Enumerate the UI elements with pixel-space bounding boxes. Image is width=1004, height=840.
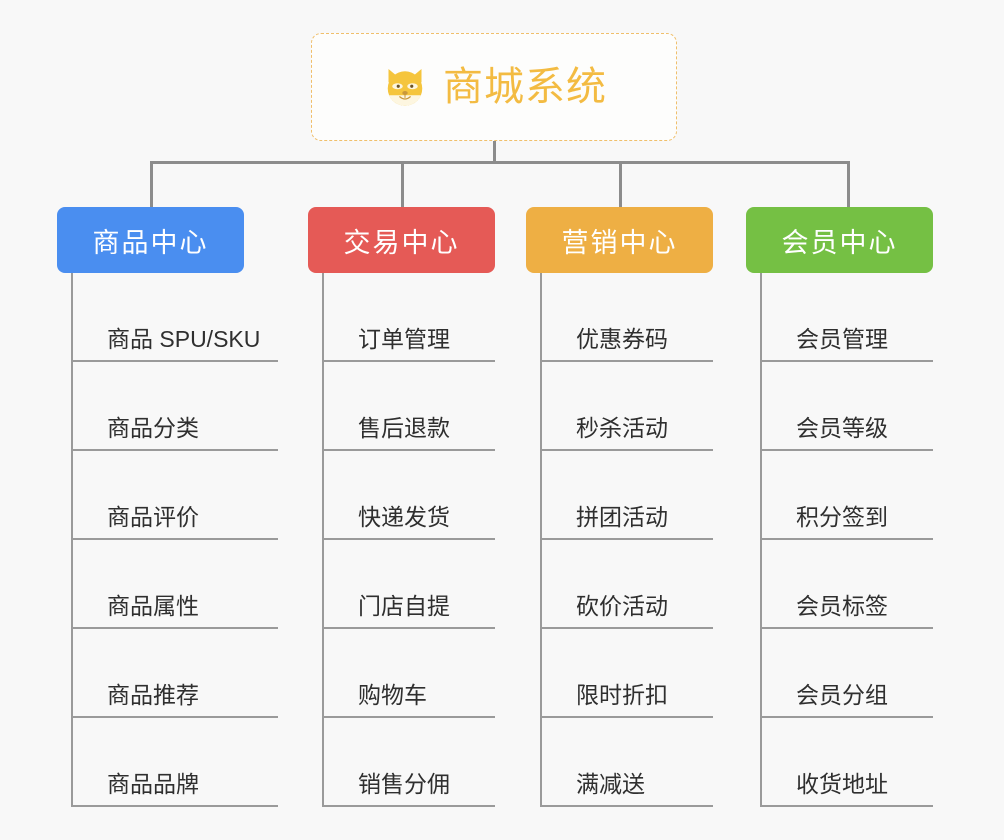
category-header-trade[interactable]: 交易中心 [308, 207, 495, 273]
list-item[interactable]: 收货地址 [762, 718, 933, 807]
leaf-label: 快递发货 [358, 503, 450, 530]
category-header-product[interactable]: 商品中心 [57, 207, 244, 273]
leaf-label: 砍价活动 [576, 592, 668, 619]
branch-column-member: 会员中心 会员管理 会员等级 积分签到 会员标签 会员分组 收货地址 [746, 207, 933, 807]
root-node[interactable]: 商城系统 [311, 33, 677, 141]
list-item[interactable]: 商品 SPU/SKU [73, 273, 279, 362]
list-item[interactable]: 商品分类 [73, 362, 279, 451]
category-label: 商品中心 [92, 227, 209, 258]
list-item[interactable]: 商品推荐 [73, 629, 279, 718]
leaf-list-member: 会员管理 会员等级 积分签到 会员标签 会员分组 收货地址 [760, 273, 933, 807]
leaf-label: 秒杀活动 [576, 414, 668, 441]
list-item[interactable]: 商品评价 [73, 451, 279, 540]
list-item[interactable]: 商品品牌 [73, 718, 279, 807]
category-label: 会员中心 [781, 227, 898, 258]
root-title: 商城系统 [443, 65, 607, 109]
leaf-label: 商品推荐 [107, 681, 199, 708]
list-item[interactable]: 满减送 [542, 718, 713, 807]
leaf-label: 商品 SPU/SKU [107, 325, 261, 352]
list-item[interactable]: 售后退款 [324, 362, 495, 451]
leaf-label: 积分签到 [796, 503, 888, 530]
list-item[interactable]: 门店自提 [324, 540, 495, 629]
connector-drop-3 [619, 161, 622, 207]
leaf-label: 商品属性 [107, 592, 199, 619]
leaf-label: 会员分组 [796, 681, 888, 708]
leaf-label: 限时折扣 [576, 681, 668, 708]
category-header-marketing[interactable]: 营销中心 [526, 207, 713, 273]
leaf-label: 商品品牌 [107, 770, 199, 797]
branch-column-trade: 交易中心 订单管理 售后退款 快递发货 门店自提 购物车 销售分佣 [308, 207, 495, 807]
leaf-label: 满减送 [576, 770, 645, 797]
leaf-list-marketing: 优惠券码 秒杀活动 拼团活动 砍价活动 限时折扣 满减送 [540, 273, 713, 807]
connector-drop-4 [847, 161, 850, 207]
list-item[interactable]: 快递发货 [324, 451, 495, 540]
leaf-label: 销售分佣 [358, 770, 450, 797]
leaf-label: 会员标签 [796, 592, 888, 619]
connector-drop-2 [401, 161, 404, 207]
leaf-list-trade: 订单管理 售后退款 快递发货 门店自提 购物车 销售分佣 [322, 273, 495, 807]
list-item[interactable]: 优惠券码 [542, 273, 713, 362]
leaf-label: 商品评价 [107, 503, 199, 530]
category-header-member[interactable]: 会员中心 [746, 207, 933, 273]
leaf-label: 商品分类 [107, 414, 199, 441]
leaf-label: 会员管理 [796, 325, 888, 352]
leaf-label: 优惠券码 [576, 325, 668, 352]
leaf-label: 订单管理 [358, 325, 450, 352]
connector-drop-1 [150, 161, 153, 207]
list-item[interactable]: 限时折扣 [542, 629, 713, 718]
category-label: 营销中心 [561, 227, 678, 258]
connector-stem [493, 141, 496, 164]
branch-column-marketing: 营销中心 优惠券码 秒杀活动 拼团活动 砍价活动 限时折扣 满减送 [526, 207, 713, 807]
list-item[interactable]: 会员分组 [762, 629, 933, 718]
list-item[interactable]: 销售分佣 [324, 718, 495, 807]
category-label: 交易中心 [343, 227, 460, 258]
leaf-label: 售后退款 [358, 414, 450, 441]
list-item[interactable]: 积分签到 [762, 451, 933, 540]
branch-column-product: 商品中心 商品 SPU/SKU 商品分类 商品评价 商品属性 商品推荐 商品品牌 [57, 207, 279, 807]
connector-bus [150, 161, 850, 164]
list-item[interactable]: 会员等级 [762, 362, 933, 451]
leaf-label: 收货地址 [796, 770, 888, 797]
leaf-label: 购物车 [358, 681, 427, 708]
leaf-list-product: 商品 SPU/SKU 商品分类 商品评价 商品属性 商品推荐 商品品牌 [71, 273, 279, 807]
shiba-dog-face-icon [387, 69, 423, 106]
leaf-label: 拼团活动 [576, 503, 668, 530]
list-item[interactable]: 拼团活动 [542, 451, 713, 540]
list-item[interactable]: 砍价活动 [542, 540, 713, 629]
list-item[interactable]: 会员标签 [762, 540, 933, 629]
leaf-label: 门店自提 [358, 592, 450, 619]
list-item[interactable]: 会员管理 [762, 273, 933, 362]
list-item[interactable]: 购物车 [324, 629, 495, 718]
list-item[interactable]: 秒杀活动 [542, 362, 713, 451]
list-item[interactable]: 商品属性 [73, 540, 279, 629]
leaf-label: 会员等级 [796, 414, 888, 441]
list-item[interactable]: 订单管理 [324, 273, 495, 362]
